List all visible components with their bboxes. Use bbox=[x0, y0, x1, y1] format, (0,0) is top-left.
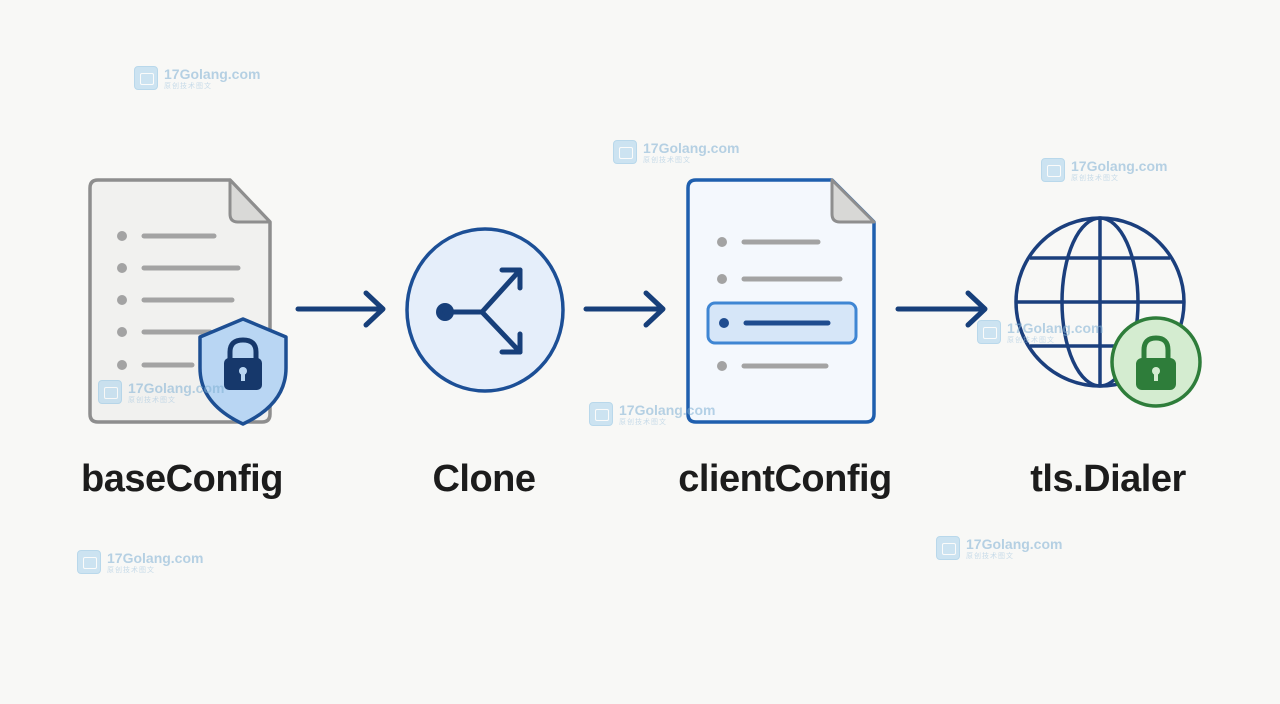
client-config-icon bbox=[686, 178, 876, 424]
lock-badge-icon bbox=[1110, 316, 1202, 408]
arrow-base-to-clone bbox=[295, 290, 386, 328]
node-label-base-config: baseConfig bbox=[81, 458, 283, 500]
node-label-clone: Clone bbox=[432, 458, 536, 500]
arrow-client-to-dialer bbox=[895, 290, 988, 328]
node-label-tls-dialer: tls.Dialer bbox=[1030, 458, 1186, 500]
arrow-clone-to-client bbox=[583, 290, 666, 328]
clone-branch-icon bbox=[405, 227, 565, 393]
globe-lock-icon bbox=[1014, 216, 1202, 408]
base-config-icon bbox=[88, 178, 288, 426]
node-label-client-config: clientConfig bbox=[678, 458, 892, 500]
shield-lock-icon bbox=[198, 317, 288, 426]
